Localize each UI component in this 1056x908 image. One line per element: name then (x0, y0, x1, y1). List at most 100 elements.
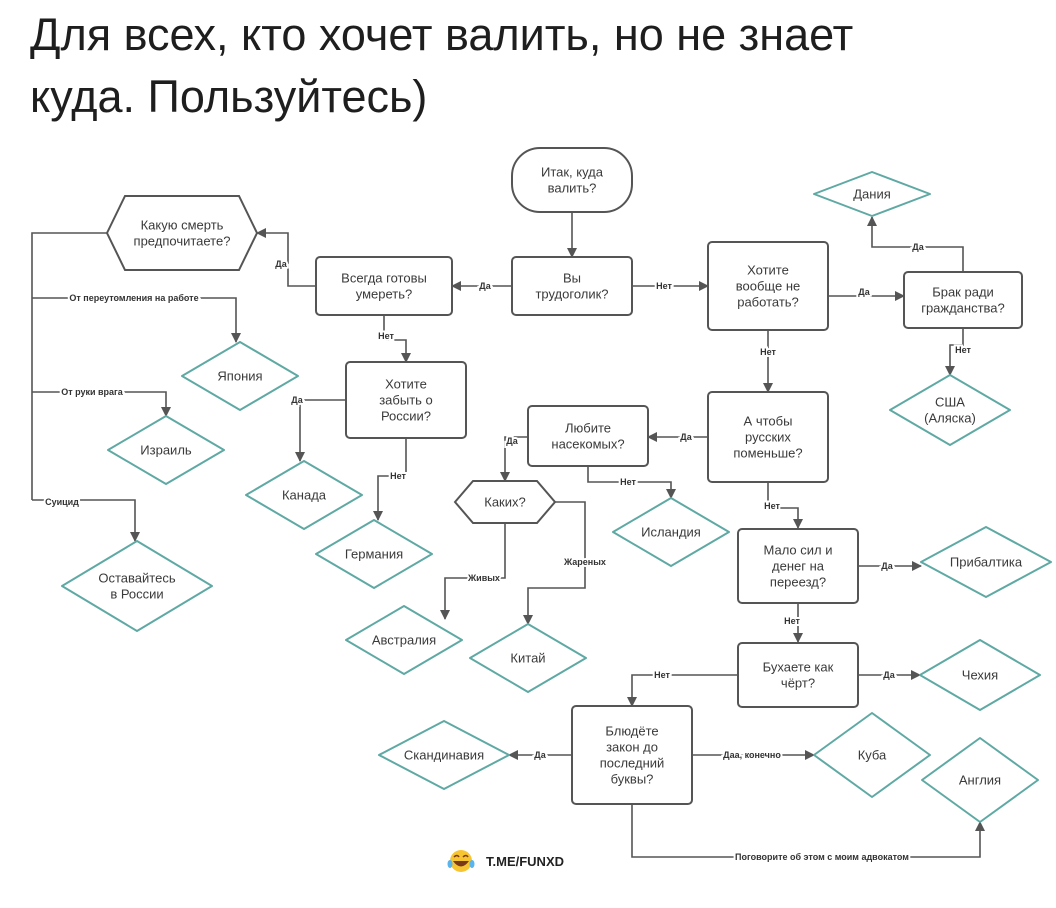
node-text-line: (Аляска) (924, 411, 976, 426)
node-text-line: поменьше? (733, 446, 802, 461)
node-germany: Германия (315, 519, 433, 589)
node-australia: Австралия (345, 605, 463, 675)
node-text-line: Брак ради (932, 285, 994, 300)
node-text-line: закон до (606, 740, 658, 755)
node-text-line: переезд? (770, 575, 826, 590)
edge-label: Нет (620, 477, 636, 487)
node-text-line: Дания (853, 187, 891, 202)
process-box (571, 705, 693, 805)
edge-label: Даа, конечно (723, 750, 781, 760)
process-box (315, 256, 453, 316)
node-japan: Япония (181, 341, 299, 411)
node-text-line: Хотите (747, 263, 789, 278)
connector-arrow (867, 216, 964, 272)
node-text-line: США (935, 395, 965, 410)
node-england: Англия (921, 737, 1039, 823)
connector-arrow (945, 328, 964, 376)
process-box (707, 391, 829, 483)
node-scandinavia: Скандинавия (378, 720, 510, 790)
edge-label: Да (858, 287, 870, 297)
node-text-line: денег на (772, 559, 825, 574)
node-text-line: Австралия (372, 633, 436, 648)
node-text-line: России? (381, 409, 431, 424)
node-iceland: Исландия (612, 497, 730, 567)
node-text-line: Израиль (140, 443, 192, 458)
connector-arrow (587, 466, 676, 499)
node-text-line: в России (110, 587, 163, 602)
node-denmark: Дания (813, 171, 931, 217)
node-china: Китай (469, 623, 587, 693)
node-text-line: чёрт? (781, 676, 815, 691)
node-text-line: буквы? (611, 772, 654, 787)
node-which: Каких? (453, 480, 557, 524)
node-text-line: русских (745, 430, 791, 445)
edges-layer (31, 212, 985, 858)
node-text-line: Канада (282, 488, 327, 503)
process-box (707, 241, 829, 331)
destination-diamond (813, 712, 931, 798)
destination-diamond (920, 526, 1052, 598)
node-text-line: предпочитаете? (134, 234, 231, 249)
node-text-line: гражданства? (921, 301, 1005, 316)
laughing-emoji-icon (447, 850, 475, 872)
connector-arrow (32, 499, 140, 542)
node-text-line: вообще не (736, 279, 800, 294)
edge-label: Нет (654, 670, 670, 680)
node-text-line: Германия (345, 547, 403, 562)
edge-label: Нет (390, 471, 406, 481)
node-text-line: насекомых? (551, 437, 624, 452)
connector-arrow (373, 438, 407, 521)
connector-arrow (295, 399, 346, 462)
node-text-line: забыть о (379, 393, 433, 408)
node-text-line: Каких? (484, 495, 525, 510)
destination-diamond (378, 720, 510, 790)
node-baltics: Прибалтика (920, 526, 1052, 598)
connector-arrow (383, 315, 411, 363)
node-text-line: А чтобы (744, 414, 793, 429)
node-text-line: Всегда готовы (341, 271, 427, 286)
edge-label: Нет (784, 616, 800, 626)
edge-label: Да (881, 561, 893, 571)
process-box (345, 361, 467, 439)
destination-diamond (315, 519, 433, 589)
destination-diamond (245, 460, 363, 530)
destination-diamond (345, 605, 463, 675)
destination-diamond (61, 540, 213, 632)
connector-arrow (500, 436, 528, 482)
watermark: T.ME/FUNXD (447, 850, 564, 872)
destination-diamond (612, 497, 730, 567)
node-text-line: работать? (737, 295, 799, 310)
watermark-text: T.ME/FUNXD (486, 854, 564, 869)
connector-arrow (523, 501, 586, 625)
edge-label: Жареных (563, 557, 606, 567)
node-text-line: Какую смерть (141, 218, 224, 233)
node-cuba: Куба (813, 712, 931, 798)
question-hexagon (105, 195, 259, 271)
edge-label: Да (506, 436, 518, 446)
start-terminal (511, 147, 633, 213)
node-text-line: Бухаете как (763, 660, 834, 675)
destination-diamond (921, 737, 1039, 823)
node-text-line: Блюдёте (605, 724, 658, 739)
question-hexagon (453, 480, 557, 524)
node-text-line: Исландия (641, 525, 701, 540)
process-box (737, 642, 859, 708)
process-box (903, 271, 1023, 329)
edge-label: Да (291, 395, 303, 405)
connector-arrow (32, 297, 241, 343)
edge-label: Да (534, 750, 546, 760)
destination-diamond (107, 415, 225, 485)
node-text-line: трудоголик? (535, 287, 608, 302)
node-czech: Чехия (919, 639, 1041, 711)
caption-line-1: Для всех, кто хочет валить, но не знает (30, 9, 854, 60)
connector-arrow (31, 232, 107, 500)
